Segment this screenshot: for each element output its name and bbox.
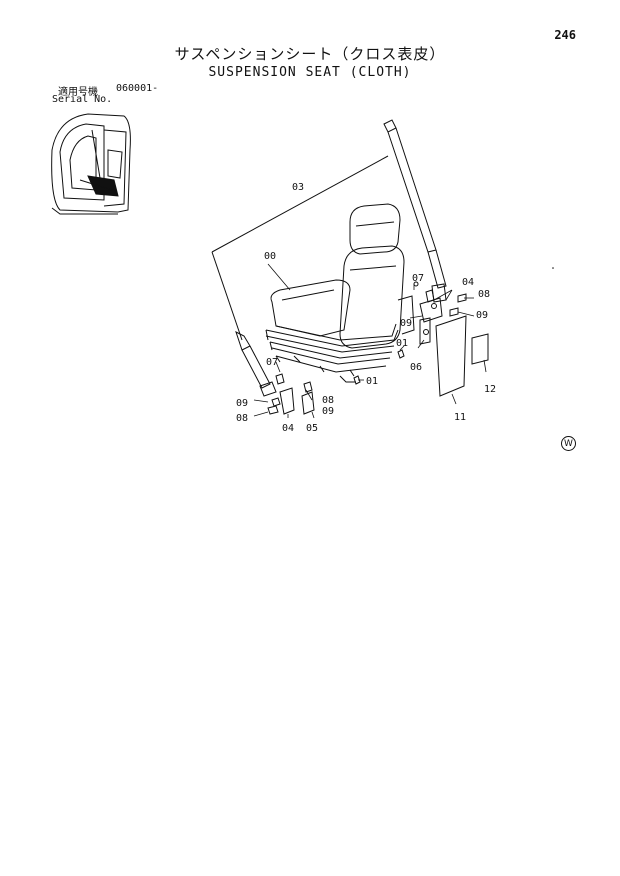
callout-03: 03 <box>292 182 304 193</box>
callout-09-right: 09 <box>476 310 488 321</box>
callout-07-left: 07 <box>266 357 278 368</box>
callout-01-lower: 01 <box>366 376 378 387</box>
callout-01-upper: 01 <box>396 338 408 349</box>
title-english: SUSPENSION SEAT (CLOTH) <box>208 65 412 80</box>
callout-06: 06 <box>410 362 422 373</box>
callout-09-left: 09 <box>236 398 248 409</box>
serial-label-english: Serial No. <box>52 94 113 105</box>
serial-label-japanese: 適用号機 <box>58 87 98 98</box>
page-number: 246 <box>554 28 576 42</box>
callout-09-mid: 09 <box>400 318 412 329</box>
callout-04-right: 04 <box>462 277 474 288</box>
lower-parts <box>267 373 315 415</box>
title-japanese: サスペンションシート（クロス表皮） <box>174 45 446 63</box>
seat-belt-lower <box>235 331 277 397</box>
leader-lines <box>253 263 487 419</box>
brand-mark: W <box>561 436 576 451</box>
callout-05: 05 <box>306 423 318 434</box>
callout-09-lower: 09 <box>322 406 334 417</box>
callout-11: 11 <box>454 412 466 423</box>
callout-04-left: 04 <box>282 423 294 434</box>
callout-08-left: 08 <box>236 413 248 424</box>
serial-value: 060001- <box>116 83 159 94</box>
seat-assembly <box>265 203 415 383</box>
callout-12: 12 <box>484 384 496 395</box>
stray-dot <box>552 267 554 269</box>
callout-08-right: 08 <box>478 289 490 300</box>
cab-locator-thumbnail <box>51 113 131 215</box>
leader-03 <box>211 155 389 253</box>
callout-07-right: 07 <box>412 273 424 284</box>
callout-08-lower: 08 <box>322 395 334 406</box>
leader-03-lower <box>211 251 243 341</box>
callout-00: 00 <box>264 251 276 262</box>
